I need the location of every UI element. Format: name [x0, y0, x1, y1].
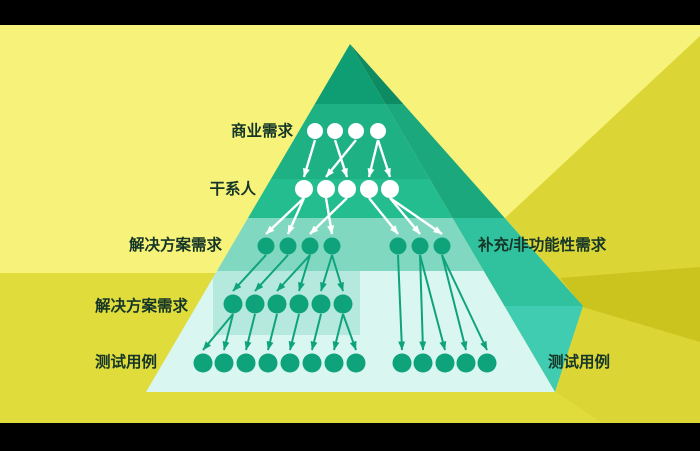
- solution-requirement-lower-nodes: [223, 294, 243, 314]
- edge-arrow: [266, 313, 278, 351]
- test-case-nodes: [392, 353, 412, 373]
- business-requirement-nodes: [307, 123, 323, 139]
- letterbox-bottom: [0, 423, 700, 451]
- stakeholder-nodes: [295, 180, 313, 198]
- labels-layer: 商业需求干系人解决方案需求补充/非功能性需求解决方案需求测试用例测试用例: [95, 121, 610, 371]
- business-requirement-nodes: [327, 123, 343, 139]
- edge-arrow: [331, 254, 344, 292]
- test-case-nodes: [346, 353, 366, 373]
- edge-arrow: [265, 197, 305, 235]
- edge-arrow: [332, 313, 344, 351]
- label-stakeholders: 干系人: [209, 180, 256, 198]
- edge-arrow: [367, 139, 380, 178]
- test-case-nodes: [258, 353, 278, 373]
- test-case-nodes: [435, 353, 455, 373]
- label-supplementary-requirements: 补充/非功能性需求: [477, 235, 607, 254]
- test-case-nodes: [477, 353, 497, 373]
- edges-layer: [202, 139, 488, 351]
- edge-arrow: [288, 313, 300, 351]
- edge-arrow: [441, 254, 488, 351]
- edge-arrow: [342, 313, 357, 351]
- label-solution-requirements-upper: 解决方案需求: [129, 235, 223, 254]
- edge-arrow: [419, 254, 427, 351]
- solution-requirement-lower-nodes: [333, 294, 353, 314]
- test-case-nodes: [236, 353, 256, 373]
- stakeholder-nodes: [317, 180, 335, 198]
- solution-requirement-upper-nodes: [389, 237, 407, 255]
- solution-requirement-upper-nodes: [323, 237, 341, 255]
- solution-requirement-upper-nodes: [411, 237, 429, 255]
- stakeholder-nodes: [338, 180, 356, 198]
- nodes-layer: [193, 123, 497, 373]
- test-case-nodes: [456, 353, 476, 373]
- edge-arrow: [276, 254, 311, 292]
- edge-arrow: [389, 197, 421, 235]
- edge-arrow: [244, 313, 256, 351]
- label-business-requirements: 商业需求: [231, 121, 294, 140]
- solution-requirement-lower-nodes: [289, 294, 309, 314]
- edge-arrow: [254, 254, 289, 292]
- edge-arrow: [298, 254, 311, 292]
- letterbox-top: [0, 0, 700, 25]
- edge-arrow: [302, 139, 317, 178]
- solution-requirement-upper-nodes: [433, 237, 451, 255]
- solution-requirement-lower-nodes: [245, 294, 265, 314]
- edge-arrow: [441, 254, 468, 351]
- edge-arrow: [232, 254, 267, 292]
- edge-arrow: [397, 254, 406, 351]
- edge-arrow: [286, 197, 306, 235]
- label-test-cases-right: 测试用例: [548, 352, 610, 371]
- solution-requirement-upper-nodes: [279, 237, 297, 255]
- stakeholder-nodes: [360, 180, 378, 198]
- solution-requirement-lower-nodes: [267, 294, 287, 314]
- edge-arrow: [310, 313, 322, 351]
- label-solution-requirements-lower: 解决方案需求: [95, 296, 189, 315]
- edge-arrow: [320, 254, 333, 292]
- test-case-nodes: [214, 353, 234, 373]
- edge-arrow: [419, 254, 447, 351]
- solution-requirement-lower-nodes: [311, 294, 331, 314]
- solution-requirement-upper-nodes: [301, 237, 319, 255]
- test-case-nodes: [193, 353, 213, 373]
- edge-arrow: [222, 313, 234, 351]
- business-requirement-nodes: [370, 123, 386, 139]
- test-case-nodes: [280, 353, 300, 373]
- edge-arrow: [325, 139, 357, 178]
- cast-shadow: [560, 267, 700, 342]
- edge-arrow: [202, 313, 234, 351]
- test-case-nodes: [324, 353, 344, 373]
- edge-arrow: [368, 197, 399, 235]
- edge-arrow: [376, 139, 392, 178]
- solution-requirement-upper-nodes: [257, 237, 275, 255]
- pyramid-side-face: [350, 44, 583, 392]
- edge-arrow: [309, 197, 348, 235]
- edge-arrow: [389, 197, 443, 235]
- business-requirement-nodes: [348, 123, 364, 139]
- test-case-nodes: [413, 353, 433, 373]
- label-test-cases-left: 测试用例: [95, 352, 157, 371]
- stakeholder-nodes: [381, 180, 399, 198]
- test-case-nodes: [302, 353, 322, 373]
